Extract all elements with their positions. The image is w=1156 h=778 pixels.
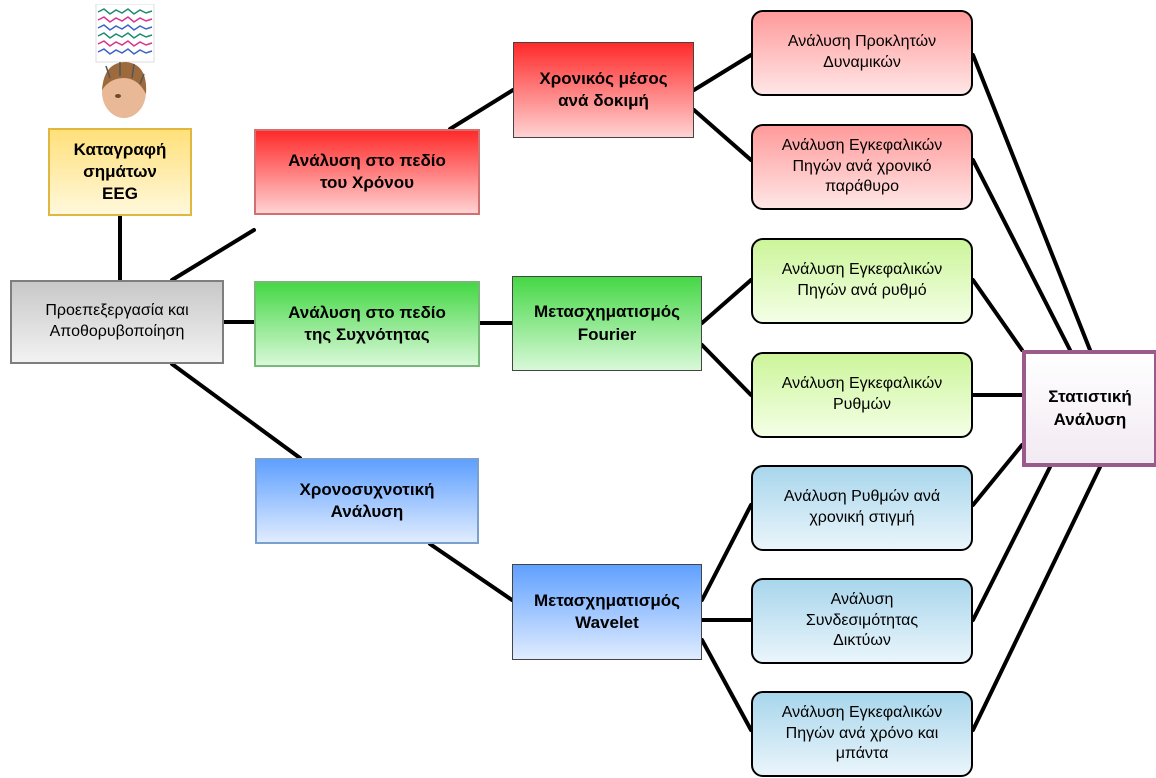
edge-avg-srct bbox=[692, 108, 753, 162]
time-frequency-node: Χρονοσυχνοτική Ανάλυση bbox=[255, 458, 479, 544]
rhythm-time-node: Ανάλυση Ρυθμών ανά χρονική στιγμή bbox=[751, 465, 973, 551]
edge-srct-stat bbox=[971, 158, 1072, 352]
wavelet-node: Μετασχηματισμός Wavelet bbox=[512, 564, 702, 660]
edge-fourier-srcr bbox=[700, 278, 753, 325]
fourier-node: Μετασχηματισμός Fourier bbox=[512, 276, 702, 371]
source-rhythm-node: Ανάλυση Εγκεφαλικών Πηγών ανά ρυθμό bbox=[751, 238, 973, 324]
eeg-recording-illustration bbox=[95, 4, 155, 118]
edge-wavelet-rt bbox=[700, 503, 753, 602]
head-with-electrodes-icon bbox=[102, 62, 147, 118]
edge-erp-stat bbox=[971, 53, 1092, 352]
time-domain-node: Ανάλυση στο πεδίο του Χρόνου bbox=[254, 129, 480, 215]
edge-fourier-rhythm bbox=[700, 343, 753, 397]
network-connectivity-node: Ανάλυση Συνδεσιμότητας Δικτύων bbox=[751, 578, 973, 664]
edge-rt-stat bbox=[971, 443, 1024, 507]
statistical-analysis-node: Στατιστική Ανάλυση bbox=[1022, 350, 1156, 467]
edge-srcb-stat bbox=[971, 465, 1102, 732]
source-time-window-node: Ανάλυση Εγκεφαλικών Πηγών ανά χρονικό πα… bbox=[751, 124, 973, 210]
eeg-recording-node: Καταγραφή σημάτων EEG bbox=[48, 128, 192, 216]
rhythm-analysis-node: Ανάλυση Εγκεφαλικών Ρυθμών bbox=[751, 352, 973, 438]
eeg-trace-icon bbox=[95, 4, 155, 63]
preprocessing-node: Προεπεξεργασία και Αποθορυβοποίηση bbox=[10, 280, 224, 364]
edge-avg-erp bbox=[692, 53, 753, 92]
edge-wavelet-srcb bbox=[700, 638, 753, 732]
edge-srcr-stat bbox=[971, 278, 1024, 352]
edge-tf-wavelet bbox=[428, 542, 514, 602]
edge-pre-tf bbox=[170, 362, 302, 460]
erp-analysis-node: Ανάλυση Προκλητών Δυναμικών bbox=[751, 10, 973, 96]
trial-average-node: Χρονικός μέσος ανά δοκιμή bbox=[513, 42, 694, 138]
frequency-domain-node: Ανάλυση στο πεδίο της Συχνότητας bbox=[254, 281, 480, 367]
edge-conn-stat bbox=[971, 465, 1052, 622]
source-time-band-node: Ανάλυση Εγκεφαλικών Πηγών ανά χρόνο και … bbox=[751, 691, 973, 777]
edge-time-avg bbox=[448, 88, 515, 131]
edge-pre-time bbox=[170, 228, 256, 282]
